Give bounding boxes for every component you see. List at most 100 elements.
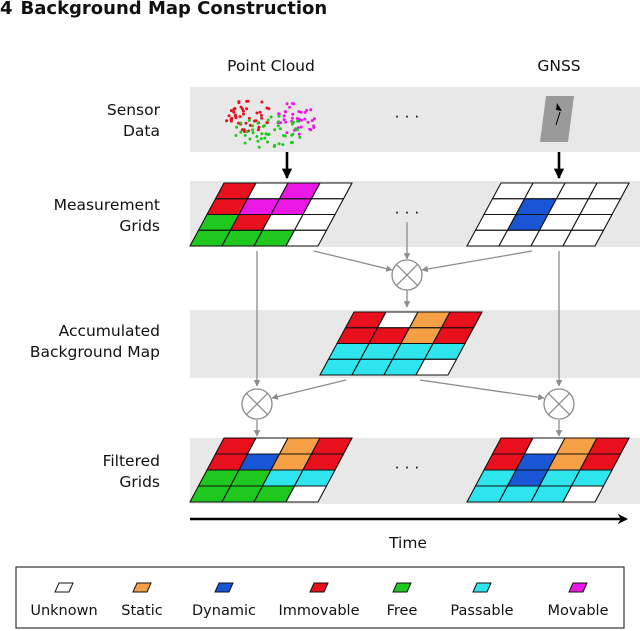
- point-cloud-point: [263, 136, 267, 140]
- point-cloud-point: [245, 130, 249, 134]
- point-cloud-point: [266, 118, 270, 122]
- point-cloud-point: [257, 125, 261, 129]
- point-cloud-point: [282, 114, 286, 118]
- point-cloud-point: [232, 110, 236, 114]
- point-cloud-point: [300, 118, 303, 122]
- point-cloud-point: [255, 111, 259, 115]
- point-cloud-point: [273, 128, 277, 132]
- legend-swatch-unknown: [54, 582, 74, 593]
- point-cloud-point: [296, 119, 300, 123]
- accumulated-background-map: [319, 311, 483, 376]
- point-cloud-point: [291, 132, 295, 136]
- filtered-label-line1: Filtered: [103, 452, 160, 470]
- combine-operator-left: [241, 388, 273, 420]
- point-cloud-point: [309, 108, 313, 112]
- measurement-grid-gnss: [466, 182, 630, 247]
- point-cloud-point: [299, 110, 303, 114]
- point-cloud-point: [257, 145, 261, 149]
- grid-cell-unknown: [415, 358, 458, 376]
- legend-swatch-free: [392, 582, 412, 593]
- point-cloud-point: [230, 116, 234, 120]
- gnss-device-icon: [540, 96, 574, 142]
- point-cloud-point: [243, 141, 247, 145]
- point-cloud-point: [269, 115, 273, 119]
- point-cloud-point: [290, 116, 294, 120]
- point-cloud-point: [243, 130, 246, 133]
- legend-label-unknown: Unknown: [30, 603, 97, 619]
- point-cloud-point: [260, 116, 264, 120]
- measurement-label-line1: Measurement: [54, 196, 160, 214]
- point-cloud-point: [256, 139, 260, 143]
- point-cloud-point: [295, 117, 299, 120]
- point-cloud-point: [303, 117, 307, 121]
- point-cloud-point: [253, 119, 256, 123]
- point-cloud-point: [294, 127, 298, 131]
- point-cloud-header: Point Cloud: [227, 57, 315, 75]
- section-title: Background Map Construction: [20, 0, 328, 19]
- point-cloud-point: [260, 100, 264, 104]
- gnss-header: GNSS: [537, 57, 580, 75]
- point-cloud-point: [235, 125, 239, 129]
- sensor-label-line1: Sensor: [107, 101, 161, 119]
- ellipsis-sensor: · · ·: [395, 108, 420, 126]
- legend-swatch-dynamic: [214, 582, 234, 593]
- point-cloud-point: [238, 115, 242, 119]
- point-cloud-point: [251, 131, 255, 135]
- point-cloud-point: [239, 121, 243, 125]
- ellipsis-measurement: · · ·: [395, 204, 420, 222]
- point-cloud-point: [265, 121, 269, 125]
- point-cloud-point: [276, 124, 280, 128]
- legend-label-free: Free: [387, 603, 418, 619]
- point-cloud-point: [247, 118, 251, 122]
- accumulated-label-line2: Background Map: [30, 343, 160, 361]
- point-cloud-point: [277, 114, 281, 118]
- measurement-grid-point-cloud: [189, 182, 353, 247]
- legend-label-static: Static: [121, 603, 162, 619]
- point-cloud-point: [259, 137, 263, 141]
- legend-label-dynamic: Dynamic: [192, 603, 256, 619]
- ellipsis-filtered: · · ·: [395, 459, 420, 477]
- grid-cell-unknown: [562, 229, 605, 247]
- point-cloud-point: [306, 120, 310, 124]
- point-cloud-point: [259, 113, 263, 117]
- point-cloud-point: [260, 132, 264, 136]
- grid-cell-unknown: [285, 485, 328, 503]
- point-cloud-point: [312, 124, 316, 128]
- point-cloud-point: [285, 131, 289, 135]
- accumulated-label-line1: Accumulated: [59, 322, 160, 340]
- combine-operator-right: [543, 388, 575, 420]
- filtered-grid-left: [189, 437, 353, 503]
- point-cloud-point: [256, 121, 260, 125]
- point-cloud-point: [234, 134, 238, 137]
- point-cloud-point: [290, 122, 294, 126]
- point-cloud-point: [248, 123, 252, 127]
- legend-label-passable: Passable: [450, 603, 513, 619]
- filtered-grid-right: [466, 437, 630, 503]
- point-cloud-point: [256, 128, 260, 132]
- legend-label-immovable: Immovable: [278, 603, 359, 619]
- point-cloud-point: [291, 112, 295, 116]
- point-cloud-point: [305, 108, 309, 112]
- filtered-label-line2: Grids: [119, 473, 160, 491]
- point-cloud-point: [292, 102, 296, 106]
- point-cloud-point: [277, 112, 281, 116]
- combine-operator-top: [391, 259, 423, 291]
- point-cloud-point: [265, 106, 269, 110]
- grid-cell-unknown: [562, 485, 605, 503]
- point-cloud-point: [297, 110, 301, 114]
- point-cloud-point: [243, 133, 247, 137]
- legend-swatch-movable: [568, 582, 588, 593]
- sensor-label-line2: Data: [123, 122, 160, 140]
- point-cloud-point: [282, 118, 286, 122]
- point-cloud-point: [248, 137, 252, 141]
- point-cloud-point: [266, 140, 269, 144]
- legend-swatch-static: [132, 582, 152, 593]
- point-cloud-point: [312, 117, 316, 121]
- point-cloud-point: [298, 135, 302, 139]
- point-cloud-point: [258, 110, 262, 114]
- point-cloud-point: [255, 135, 259, 138]
- point-cloud-point: [239, 130, 243, 134]
- point-cloud-point: [264, 132, 268, 136]
- point-cloud-point: [225, 119, 229, 123]
